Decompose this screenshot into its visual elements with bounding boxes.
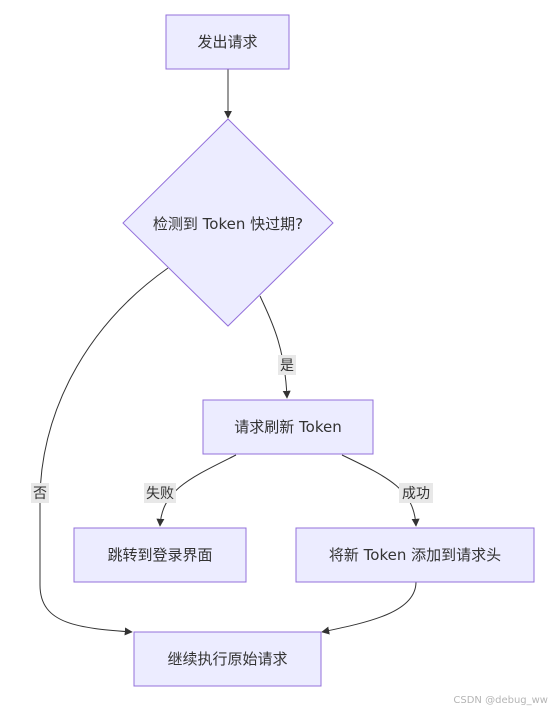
edge-refresh-to-add-header (341, 454, 420, 527)
svg-text:失败: 失败 (146, 486, 174, 502)
svg-text:跳转到登录界面: 跳转到登录界面 (107, 546, 212, 564)
node-start: 发出请求 (165, 14, 290, 70)
edge-label-no: 否 (31, 483, 49, 503)
node-add-header: 将新 Token 添加到请求头 (295, 527, 535, 583)
svg-text:是: 是 (280, 358, 294, 374)
node-login: 跳转到登录界面 (73, 527, 247, 583)
svg-text:发出请求: 发出请求 (197, 33, 257, 51)
svg-text:检测到 Token 快过期?: 检测到 Token 快过期? (153, 215, 303, 233)
node-continue: 继续执行原始请求 (133, 631, 322, 687)
svg-text:请求刷新 Token: 请求刷新 Token (234, 418, 341, 436)
svg-text:否: 否 (33, 486, 47, 502)
edge-label-fail: 失败 (144, 483, 176, 503)
node-check-decision: 检测到 Token 快过期? (122, 118, 334, 327)
node-refresh: 请求刷新 Token (202, 399, 374, 455)
edge-label-success: 成功 (399, 483, 433, 503)
watermark: CSDN @debug_ww (453, 695, 548, 706)
edge-label-yes: 是 (278, 355, 296, 375)
svg-text:继续执行原始请求: 继续执行原始请求 (167, 650, 287, 668)
edge-check-to-refresh (259, 295, 291, 399)
edge-add-header-to-continue (321, 581, 417, 635)
edge-refresh-to-login (156, 454, 237, 527)
svg-text:成功: 成功 (402, 486, 430, 502)
svg-text:将新 Token 添加到请求头: 将新 Token 添加到请求头 (329, 546, 501, 564)
